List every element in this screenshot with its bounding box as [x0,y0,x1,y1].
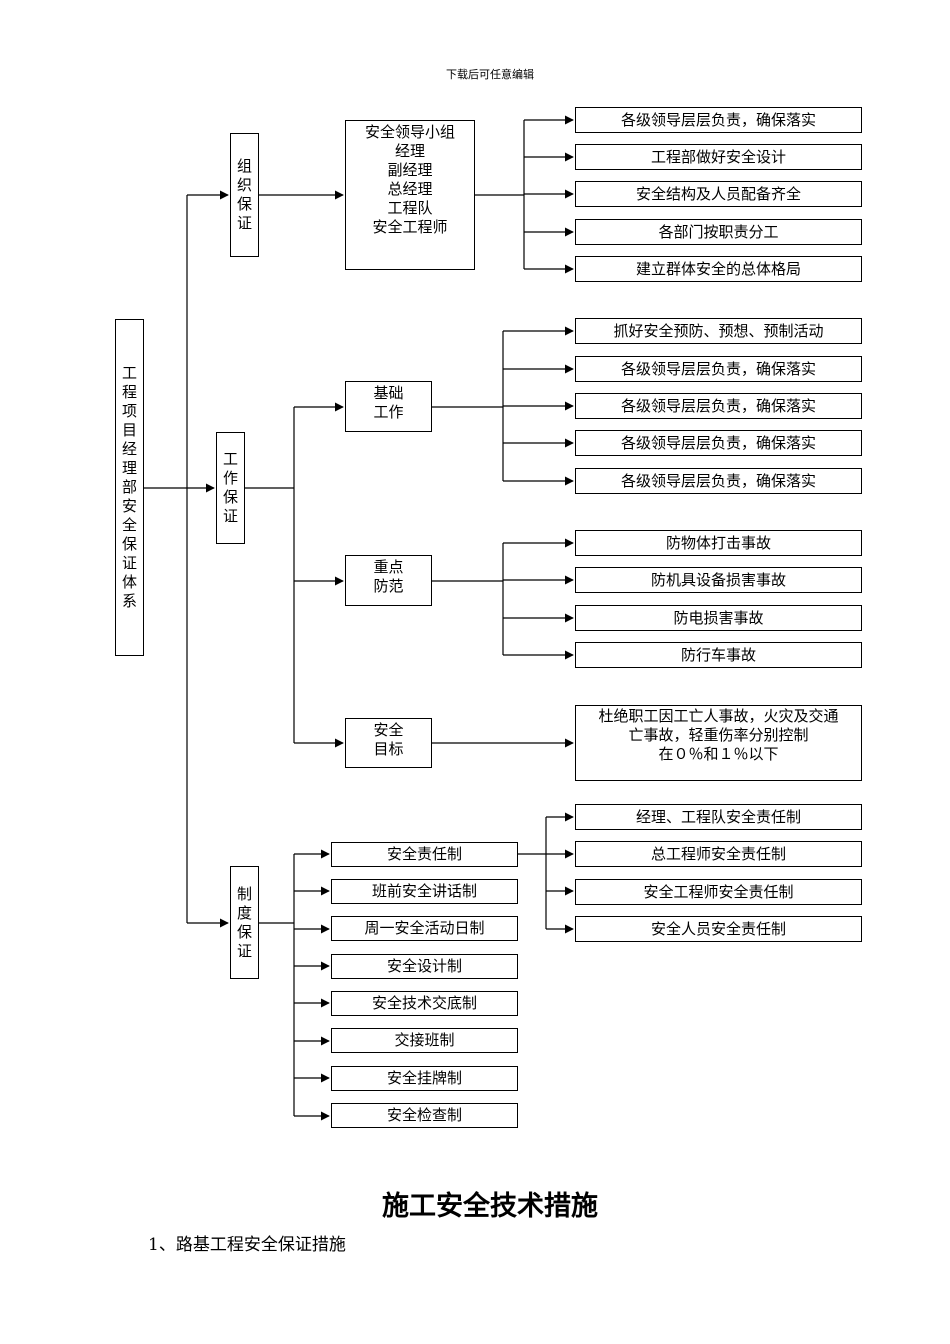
node-label-line: 工作 [373,403,404,421]
system-item: 安全检查制 [331,1103,518,1128]
vertical-char: 系 [121,592,137,610]
org-item: 安全结构及人员配备齐全 [575,181,862,207]
vertical-char: 作 [222,469,238,487]
page-header: 下载后可任意编辑 [446,68,534,81]
vertical-char: 保 [222,488,238,506]
group-line: 工程队 [387,199,433,217]
key-prevention-item: 防电损害事故 [575,605,862,631]
vertical-char: 保 [236,195,252,213]
vertical-char: 保 [236,922,252,941]
goal-line: 在０％和１％以下 [658,745,779,763]
org-item: 各级领导层层负责，确保落实 [575,107,862,133]
node-label-line: 重点 [373,558,404,576]
group-line: 经理 [394,142,425,160]
basic-work-node: 基础工作 [345,381,432,432]
key-prevention-item: 防机具设备损害事故 [575,567,862,593]
section-subtitle: 1、路基工程安全保证措施 [148,1235,346,1255]
system-item: 周一安全活动日制 [331,916,518,941]
vertical-char: 工 [121,364,137,382]
group-line: 安全领导小组 [364,123,455,141]
vertical-char: 度 [236,903,252,922]
vertical-char: 证 [236,941,252,960]
basic-work-item: 各级领导层层负责，确保落实 [575,393,862,419]
node-label-line: 基础 [373,384,404,402]
vertical-char: 全 [121,516,137,534]
key-prevention-node: 重点防范 [345,555,432,606]
root-node: 工程项目经理部安全保证体系 [115,319,144,656]
group-line: 总经理 [387,180,433,198]
vertical-char: 证 [222,507,238,525]
vertical-char: 部 [121,478,137,496]
work-guarantee-node: 工作保证 [216,432,245,544]
node-label-line: 防范 [373,577,404,595]
node-label-line: 安全 [373,721,404,739]
vertical-char: 项 [121,402,137,420]
system-item: 安全责任制 [331,842,518,867]
vertical-char: 体 [121,573,137,591]
key-prevention-item: 防行车事故 [575,642,862,668]
basic-work-item: 各级领导层层负责，确保落实 [575,356,862,382]
safety-goal-node: 安全目标 [345,718,432,768]
vertical-char: 程 [121,383,137,401]
vertical-char: 经 [121,440,137,458]
system-item: 安全挂牌制 [331,1066,518,1091]
vertical-char: 保 [121,535,137,553]
responsibility-item: 安全人员安全责任制 [575,916,862,942]
group-line: 副经理 [387,161,433,179]
vertical-char: 目 [121,421,137,439]
vertical-char: 安 [121,497,137,515]
org-item: 建立群体安全的总体格局 [575,256,862,282]
section-title: 施工安全技术措施 [382,1191,598,1222]
system-item: 安全技术交底制 [331,991,518,1016]
basic-work-item: 抓好安全预防、预想、预制活动 [575,318,862,344]
vertical-char: 组 [236,157,252,175]
org-item: 工程部做好安全设计 [575,144,862,170]
safety-goal-detail: 杜绝职工因工亡人事故，火灾及交通亡事故，轻重伤率分别控制在０％和１％以下 [575,705,862,781]
node-label-line: 目标 [373,740,404,758]
safety-leadership-group-node: 安全领导小组经理副经理总经理工程队安全工程师 [345,120,475,270]
responsibility-item: 安全工程师安全责任制 [575,879,862,905]
goal-line: 杜绝职工因工亡人事故，火灾及交通 [598,707,839,725]
system-item: 安全设计制 [331,954,518,979]
goal-line: 亡事故，轻重伤率分别控制 [628,726,809,744]
basic-work-item: 各级领导层层负责，确保落实 [575,468,862,494]
vertical-char: 制 [236,884,252,903]
responsibility-item: 经理、工程队安全责任制 [575,804,862,830]
org-item: 各部门按职责分工 [575,219,862,245]
basic-work-item: 各级领导层层负责，确保落实 [575,430,862,456]
system-item: 交接班制 [331,1028,518,1053]
responsibility-item: 总工程师安全责任制 [575,841,862,867]
group-line: 安全工程师 [372,218,448,236]
vertical-char: 工 [222,450,238,468]
vertical-char: 证 [236,214,252,232]
system-item: 班前安全讲话制 [331,879,518,904]
vertical-char: 织 [236,176,252,194]
org-guarantee-node: 组织保证 [230,133,259,257]
system-guarantee-node: 制度保证 [230,866,259,979]
vertical-char: 证 [121,554,137,572]
key-prevention-item: 防物体打击事故 [575,530,862,556]
vertical-char: 理 [121,459,137,477]
